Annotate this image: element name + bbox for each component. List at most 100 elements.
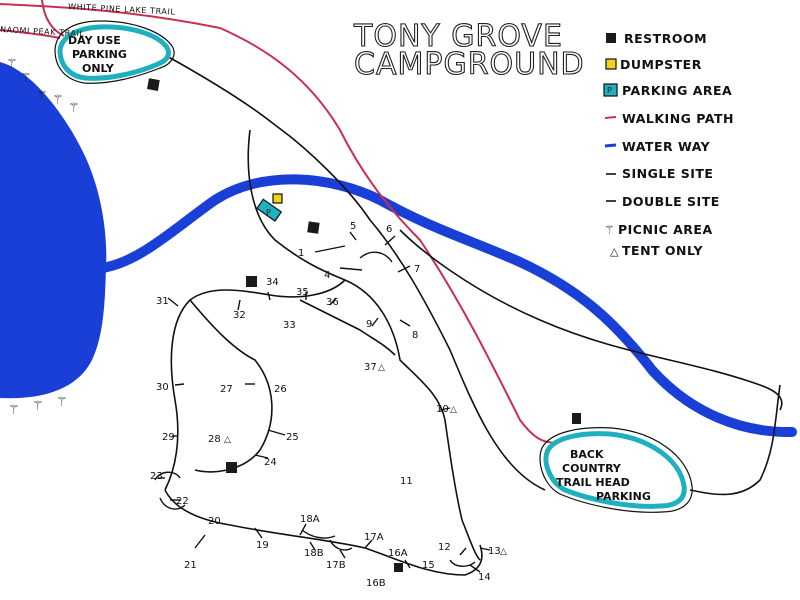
tent-icon: △ [224, 435, 231, 445]
day-use-label-1: DAY USE [68, 34, 121, 47]
lake [0, 62, 107, 399]
legend-walking-line [604, 116, 617, 119]
legend-picnic-label: PICNIC AREA [618, 222, 713, 237]
site-number: 25 [286, 432, 299, 443]
legend-restroom-icon [606, 33, 616, 43]
site-number: 18B [304, 548, 324, 559]
day-use-label-3: ONLY [82, 62, 115, 75]
legend-parking-icon [603, 83, 618, 97]
legend-tent-label: TENT ONLY [622, 243, 704, 258]
site-number: 17B [326, 560, 346, 571]
back-country-label-4: PARKING [596, 490, 651, 503]
picnic-icon: ⚚ [20, 71, 32, 86]
back-country-parking-lot [543, 431, 687, 509]
site-number: 16A [388, 548, 408, 559]
site-number: 14 [478, 572, 491, 583]
site-number: 21 [184, 560, 197, 571]
site-number: 17A [364, 532, 384, 543]
legend-restroom-label: RESTROOM [624, 31, 707, 46]
restroom-icon [394, 563, 403, 572]
site-number: 7 [414, 264, 420, 275]
white-pine-trail-label: WHITE PINE LAKE TRAIL [68, 2, 176, 17]
site-number: 8 [412, 330, 418, 341]
legend-single-label: SINGLE SITE [622, 166, 713, 181]
legend-double-label: DOUBLE SITE [622, 194, 720, 209]
parking-p-icon: P [266, 208, 271, 217]
walking-path-white-pine [0, 3, 566, 444]
picnic-icon: ⚚ [52, 93, 64, 108]
picnic-icon: ⚚ [36, 89, 48, 104]
back-country-label-1: BACK [570, 448, 604, 461]
restrooms [147, 78, 581, 572]
site-stubs [158, 231, 491, 573]
legend-water-line [604, 143, 617, 148]
site-number: 6 [386, 224, 392, 235]
site-number: 27 [220, 384, 233, 395]
legend-parking-label: PARKING AREA [622, 83, 732, 98]
legend-walking-label: WALKING PATH [622, 111, 734, 126]
site-number: 13 [488, 546, 501, 557]
walking-path-connector [0, 29, 61, 39]
back-country-label-2: COUNTRY [562, 462, 622, 475]
tent-icon: △ [450, 405, 457, 415]
site-number: 37 [364, 362, 377, 373]
site-number: 28 [208, 434, 221, 445]
waterway-creek [97, 174, 797, 438]
tent-only-markers: △ △ △ △ [224, 363, 507, 557]
dumpster-icon [272, 193, 283, 204]
site-number: 23 [150, 471, 163, 482]
site-number: 16B [366, 578, 386, 589]
legend-tent-icon: △ [610, 245, 619, 258]
restroom-icon [307, 221, 320, 234]
legend-dumpster-icon [605, 58, 617, 70]
picnic-icon: ⚚ [32, 399, 44, 414]
site-number: 4 [324, 270, 330, 281]
site-number: 34 [266, 277, 279, 288]
site-number: 1 [298, 248, 304, 259]
map-title-line2: CAMPGROUND [354, 47, 585, 82]
site-number: 24 [264, 457, 277, 468]
site-number: 9 [366, 319, 372, 330]
site-number: 36 [326, 297, 339, 308]
restroom-icon [572, 413, 581, 424]
site-number: 18A [300, 514, 320, 525]
double-site-arcs [154, 251, 476, 567]
picnic-icon: ⚚ [8, 403, 20, 418]
picnic-icon: ⚚ [6, 57, 18, 72]
picnic-area-south: ⚚ ⚚ ⚚ [8, 395, 68, 418]
picnic-icon: ⚚ [56, 395, 68, 410]
legend-dumpster-label: DUMPSTER [620, 57, 702, 72]
restroom-icon [147, 78, 160, 91]
parking-area-central [256, 198, 283, 222]
legend-picnic-icon: ⚚ [604, 223, 615, 237]
picnic-icon: ⚚ [68, 101, 80, 116]
site-number: 15 [422, 560, 435, 571]
site-number: 31 [156, 296, 169, 307]
site-numbers: 1 4 5 6 7 8 9 10 11 12 13 14 15 16A 16B … [150, 221, 501, 589]
svg-text:P: P [607, 86, 612, 95]
map-title-line1: TONY GROVE [353, 19, 563, 54]
legend: RESTROOM DUMPSTER P PARKING AREA WALKING… [603, 31, 734, 258]
day-use-label-2: PARKING [72, 48, 127, 61]
back-country-label-3: TRAIL HEAD [556, 476, 630, 489]
site-number: 20 [208, 516, 221, 527]
site-number: 19 [256, 540, 269, 551]
site-number: 35 [296, 287, 309, 298]
site-number: 5 [350, 221, 356, 232]
site-number: 12 [438, 542, 451, 553]
legend-water-label: WATER WAY [622, 139, 711, 154]
day-use-parking-lot [57, 24, 171, 81]
site-number: 11 [400, 476, 413, 487]
site-number: 30 [156, 382, 169, 393]
tent-icon: △ [500, 547, 507, 557]
site-number: 22 [176, 496, 189, 507]
roads [164, 54, 783, 576]
site-number: 33 [283, 320, 296, 331]
site-number: 26 [274, 384, 287, 395]
tent-icon: △ [378, 363, 385, 373]
picnic-area-north: ⚚ ⚚ ⚚ ⚚ ⚚ [6, 57, 80, 116]
naomi-trail-label: NAOMI PEAK TRAIL [0, 25, 85, 38]
site-number: 29 [162, 432, 175, 443]
restroom-icon [226, 462, 237, 473]
